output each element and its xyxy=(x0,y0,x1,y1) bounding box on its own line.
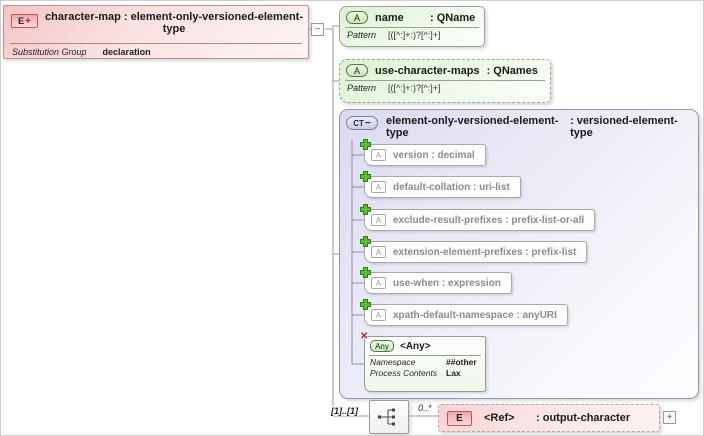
pattern-value: [([^:]+:)?[^:]+] xyxy=(388,30,441,40)
process-contents-label: Process Contents xyxy=(370,368,438,378)
attribute-icon: A xyxy=(346,11,368,24)
element-ref-box-output-character[interactable]: E <Ref> : output-character xyxy=(438,404,660,432)
substitution-group-value: declaration xyxy=(102,47,151,57)
plus-icon xyxy=(360,171,371,182)
attribute-label: extension-element-prefixes : prefix-list xyxy=(393,246,577,258)
any-title: <Any> xyxy=(400,340,431,352)
cardinality-parent-label: [1]..[1] xyxy=(330,406,359,416)
plus-icon xyxy=(360,236,371,247)
complex-type-name: element-only-versioned-element-type xyxy=(386,115,559,139)
collapse-icon[interactable]: − xyxy=(311,23,324,36)
complex-type-box[interactable]: CT − element-only-versioned-element-type… xyxy=(339,109,699,399)
attribute-icon: A xyxy=(346,64,368,77)
red-x-icon: ✕ xyxy=(360,331,369,342)
element-icon-letter: E xyxy=(18,16,25,26)
attribute-box-default-collation[interactable]: A default-collation : uri-list xyxy=(360,171,521,198)
attribute-name: name xyxy=(375,11,404,24)
substitution-group-label: Substitution Group xyxy=(12,47,87,57)
plus-icon xyxy=(360,299,371,310)
pattern-label: Pattern xyxy=(347,83,377,93)
process-contents-value: Lax xyxy=(446,368,461,378)
pattern-label: Pattern xyxy=(347,30,377,40)
sequence-icon xyxy=(378,408,395,426)
any-wildcard-box[interactable]: ✕ Any <Any> Namespace ##other Process Co… xyxy=(360,331,486,392)
attribute-label: use-when : expression xyxy=(393,277,501,289)
attribute-icon: A xyxy=(371,149,386,161)
attribute-box-name[interactable]: A name : QName Pattern [([^:]+:)?[^:]+] xyxy=(339,6,485,47)
sequence-compositor[interactable] xyxy=(369,400,409,434)
attribute-box-version[interactable]: A version : decimal xyxy=(360,139,486,166)
complex-type-icon-letters: CT xyxy=(353,118,364,128)
attribute-icon: A xyxy=(371,246,386,258)
element-title: character-map : element-only-versioned-e… xyxy=(42,11,306,35)
divider xyxy=(369,355,481,356)
attribute-box-xpath-default-namespace[interactable]: A xpath-default-namespace : anyURI xyxy=(360,299,568,326)
attribute-icon: A xyxy=(371,277,386,289)
attribute-label: default-collation : uri-list xyxy=(393,181,510,193)
divider xyxy=(345,27,479,28)
attribute-label: exclude-result-prefixes : prefix-list-or… xyxy=(393,214,585,226)
element-icon: E xyxy=(447,410,472,426)
complex-type-type: : versioned-element-type xyxy=(570,115,678,139)
complex-type-minus-icon: − xyxy=(364,117,371,129)
attribute-box-exclude-result-prefixes[interactable]: A exclude-result-prefixes : prefix-list-… xyxy=(360,204,596,231)
cardinality-child-label: 0..* xyxy=(418,403,432,413)
namespace-label: Namespace xyxy=(370,357,416,367)
attribute-type: : QName xyxy=(430,11,476,24)
element-type: : element-only-versioned-element-type xyxy=(123,11,303,35)
plus-icon xyxy=(360,204,371,215)
plus-icon xyxy=(360,267,371,278)
attribute-box-use-character-maps[interactable]: A use-character-maps : QNames Pattern [(… xyxy=(339,59,551,103)
expand-icon[interactable]: + xyxy=(663,411,676,424)
divider xyxy=(10,43,302,44)
element-box-character-map[interactable]: E + character-map : element-only-version… xyxy=(3,5,309,59)
inner-connector-wires xyxy=(351,140,364,365)
any-icon: Any xyxy=(370,340,394,352)
plus-icon xyxy=(360,139,371,150)
attribute-icon: A xyxy=(371,309,386,321)
attribute-type: : QNames xyxy=(486,64,538,77)
ref-type: : output-character xyxy=(536,412,631,424)
ref-name: <Ref> xyxy=(484,412,515,424)
attribute-label: version : decimal xyxy=(393,149,475,161)
element-plus-icon: + xyxy=(25,15,31,27)
attribute-name: use-character-maps xyxy=(375,64,480,77)
namespace-value: ##other xyxy=(446,357,477,367)
complex-type-icon: CT − xyxy=(346,116,378,130)
attribute-box-extension-element-prefixes[interactable]: A extension-element-prefixes : prefix-li… xyxy=(360,236,588,263)
element-name: character-map xyxy=(45,11,121,23)
divider xyxy=(345,80,545,81)
attribute-icon: A xyxy=(371,181,386,193)
attribute-box-use-when[interactable]: A use-when : expression xyxy=(360,267,512,294)
attribute-icon: A xyxy=(371,214,386,226)
pattern-value: [([^:]+:)?[^:]+] xyxy=(388,83,441,93)
element-icon: E + xyxy=(11,14,38,28)
attribute-label: xpath-default-namespace : anyURI xyxy=(393,309,557,321)
